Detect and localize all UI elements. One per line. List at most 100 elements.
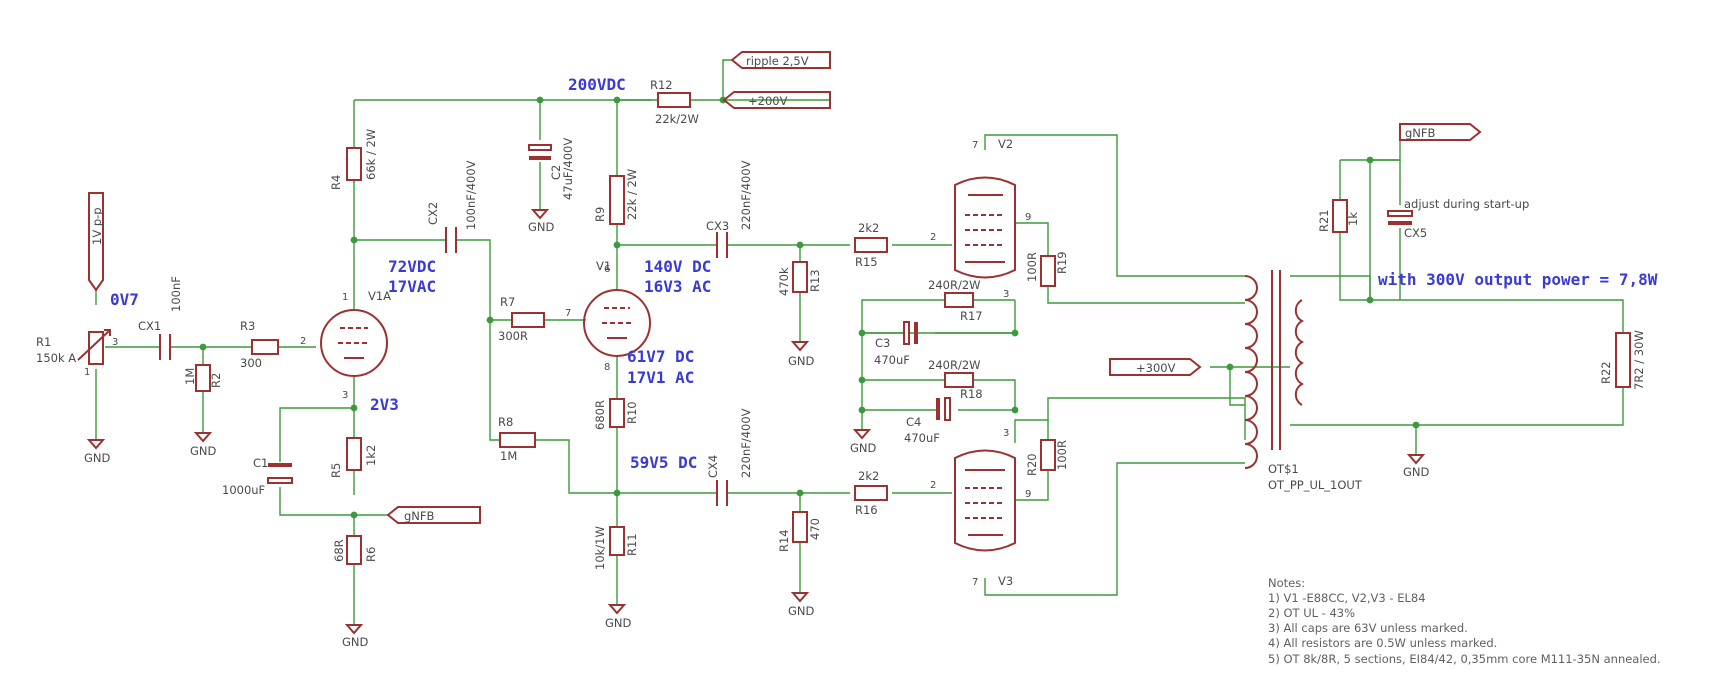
resistor-r14: R14 470: [777, 511, 822, 552]
input-flag: 1V p-p: [88, 192, 104, 292]
r12-value: 22k/2W: [655, 112, 699, 126]
v3-ref: V3: [998, 574, 1013, 588]
r8-ref: R8: [498, 415, 513, 429]
junction-dot: [858, 406, 866, 414]
capacitor-cx1: CX1 100nF: [138, 276, 183, 360]
triode-v1a: V1A 1 3: [320, 289, 391, 401]
r13-value: 470k: [777, 267, 791, 296]
c2-ref: C2: [549, 165, 563, 180]
r15-value: 2k2: [858, 221, 879, 235]
r1-value: 150k A: [36, 351, 76, 365]
triode-v1b: V1 6 8: [583, 259, 651, 373]
note-item: 4) All resistors are 0.5W unless marked.: [1268, 636, 1497, 650]
ground-icon: GND: [84, 439, 111, 465]
cx5-note: adjust during start-up: [1404, 197, 1529, 211]
r16-ref: R16: [855, 503, 878, 517]
svg-text:1V p-p: 1V p-p: [90, 207, 104, 245]
c2-value: 47uF/400V: [561, 138, 575, 200]
junction-dot: [350, 236, 358, 244]
ground-symbols: GND GND GND GND GND GND GND GND GND: [84, 209, 1430, 649]
r5-value: 1k2: [364, 445, 378, 466]
resistor-r9: R9 22k / 2W: [593, 169, 639, 225]
pin-label: 7: [972, 577, 978, 588]
svg-text:gNFB: gNFB: [1405, 126, 1436, 140]
capacitor-cx4: CX4 220nF/400V: [706, 408, 753, 506]
junction-dot: [1366, 296, 1374, 304]
junction-dot: [1011, 406, 1019, 414]
r5-ref: R5: [329, 463, 343, 478]
resistor-r8: R8 1M: [498, 415, 536, 463]
junction-dot: [858, 329, 866, 337]
junction-dot: [613, 241, 621, 249]
r2-ref: R2: [209, 373, 223, 388]
voltage-16v3ac: 16V3 AC: [644, 277, 711, 296]
r17-ref: R17: [960, 309, 983, 323]
output-transformer: OT$1 OT_PP_UL_1OUT: [1244, 270, 1363, 492]
junction-dot: [796, 241, 804, 249]
voltage-59v5dc: 59V5 DC: [630, 453, 697, 472]
svg-text:GND: GND: [605, 616, 632, 630]
resistor-r5: R5 1k2: [329, 437, 378, 478]
svg-text:GND: GND: [850, 441, 877, 455]
ground-icon: GND: [788, 341, 815, 368]
r7-value: 300R: [498, 329, 528, 343]
capacitor-cx3: CX3 220nF/400V: [706, 160, 753, 258]
r11-ref: R11: [625, 533, 639, 556]
pentode-v3: V3 7 9: [954, 449, 1031, 588]
resistor-r1: R1 150k A 3 1: [36, 329, 118, 378]
junction-dot: [796, 489, 804, 497]
net-flags: 1V p-p ripple 2,5V +200V +300V gNFB gNFB: [88, 51, 1482, 524]
notes-title: Notes:: [1268, 576, 1305, 590]
ot-value: OT_PP_UL_1OUT: [1268, 478, 1363, 492]
pin-label: 1: [342, 292, 348, 303]
gnfb-flag-output: gNFB: [1399, 123, 1482, 141]
junction-dot: [536, 96, 544, 104]
resistor-r20: R20 100R: [1025, 439, 1069, 476]
resistor-r7: R7 300R 7: [498, 295, 571, 343]
r14-value: 470: [808, 518, 822, 540]
ground-icon: GND: [1403, 454, 1430, 479]
r4-ref: R4: [329, 175, 343, 190]
pin-label: 3: [342, 390, 348, 401]
note-item: 5) OT 8k/8R, 5 sections, EI84/42, 0,35mm…: [1268, 652, 1661, 666]
junction-dot: [350, 404, 358, 412]
r6-ref: R6: [364, 547, 378, 562]
cx1-ref: CX1: [138, 319, 161, 333]
capacitor-cx2: CX2 100nF/400V: [426, 160, 478, 253]
r15-ref: R15: [855, 255, 878, 269]
resistor-r15: 2k2 R15 2: [854, 221, 936, 269]
ot-ref: OT$1: [1268, 462, 1299, 476]
r10-value: 680R: [593, 400, 607, 430]
pin-label: 7: [972, 140, 978, 151]
c3-ref: C3: [875, 336, 890, 350]
junction-dot: [1011, 329, 1019, 337]
ground-icon: GND: [342, 624, 369, 649]
svg-text:GND: GND: [788, 354, 815, 368]
cx1-value: 100nF: [169, 276, 183, 312]
resistor-r19: 100R R19: [1025, 251, 1069, 287]
svg-text:GND: GND: [190, 444, 217, 458]
r14-ref: R14: [777, 529, 791, 552]
r9-ref: R9: [593, 207, 607, 222]
r3-value: 300: [240, 356, 262, 370]
voltage-200vdc: 200VDC: [568, 75, 626, 94]
r18-ref: R18: [960, 387, 983, 401]
r9-value: 22k / 2W: [625, 169, 639, 220]
c3-value: 470uF: [874, 353, 910, 367]
pin-label: 9: [1025, 212, 1031, 223]
junction-dot: [1226, 363, 1234, 371]
v1b-ref: V1: [596, 259, 611, 273]
c4-ref: C4: [906, 415, 921, 429]
junction-dot: [858, 376, 866, 384]
v2-ref: V2: [998, 137, 1013, 151]
r8-value: 1M: [500, 449, 517, 463]
pin-label: 2: [300, 336, 306, 347]
capacitor-c4: C4 470uF: [904, 397, 951, 445]
svg-text:+200V: +200V: [748, 94, 788, 108]
ground-icon: GND: [788, 592, 815, 618]
ripple-flag: ripple 2,5V: [730, 51, 831, 69]
r6-value: 68R: [332, 539, 346, 562]
svg-text:GND: GND: [1403, 465, 1430, 479]
junction-dot: [350, 511, 358, 519]
voltage-annotations: 0V7 2V3 200VDC 72VDC 17VAC 140V DC 16V3 …: [110, 75, 1658, 472]
